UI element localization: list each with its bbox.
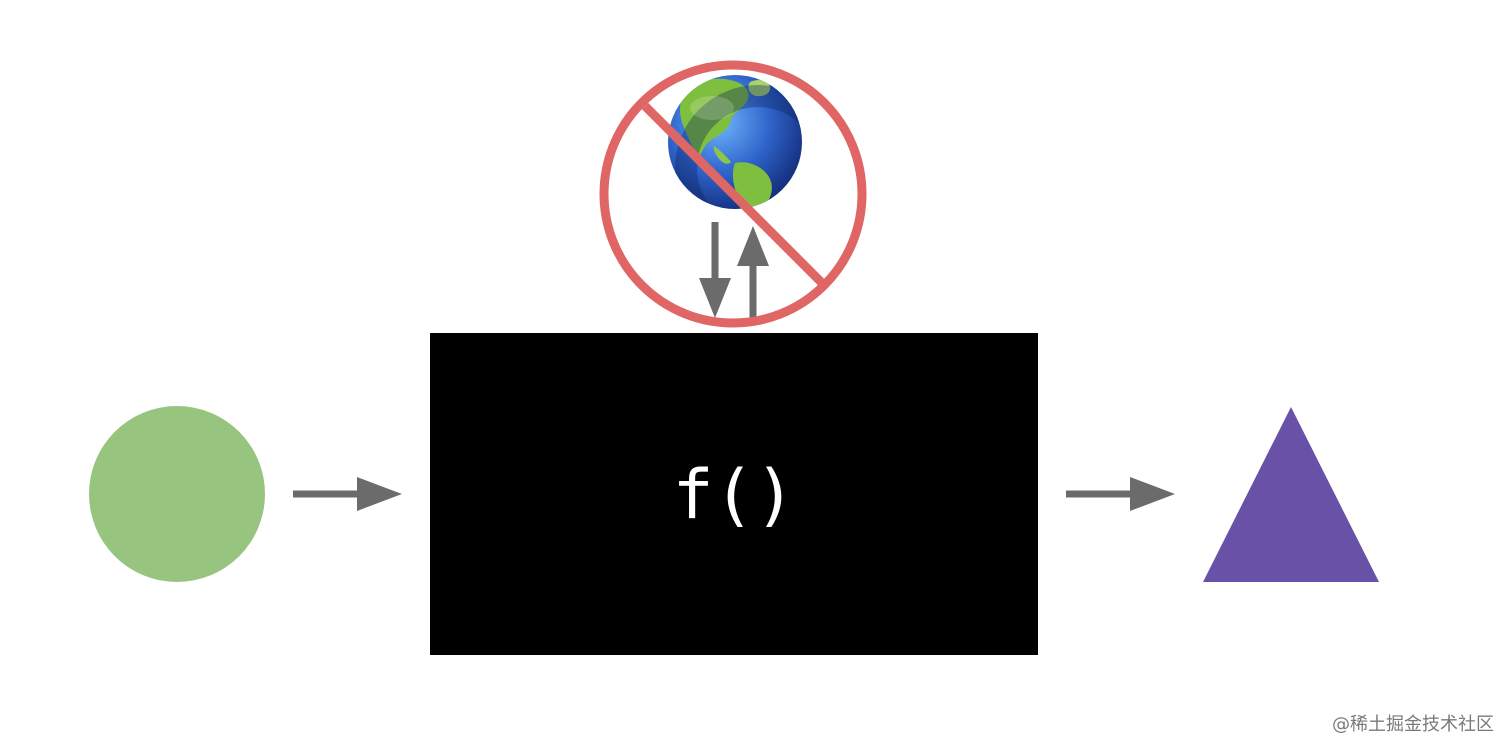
input-arrow bbox=[293, 477, 402, 511]
input-circle bbox=[89, 406, 265, 582]
output-arrow bbox=[1066, 477, 1175, 511]
up-arrow bbox=[737, 226, 769, 318]
side-effect-arrows bbox=[699, 222, 769, 318]
function-box bbox=[430, 333, 1038, 655]
output-triangle bbox=[1203, 407, 1379, 582]
no-sign-icon bbox=[599, 60, 867, 328]
globe-icon bbox=[668, 75, 802, 209]
function-label: f() bbox=[673, 456, 796, 535]
watermark: @稀土掘金技术社区 bbox=[1332, 714, 1494, 735]
down-arrow bbox=[699, 222, 731, 318]
